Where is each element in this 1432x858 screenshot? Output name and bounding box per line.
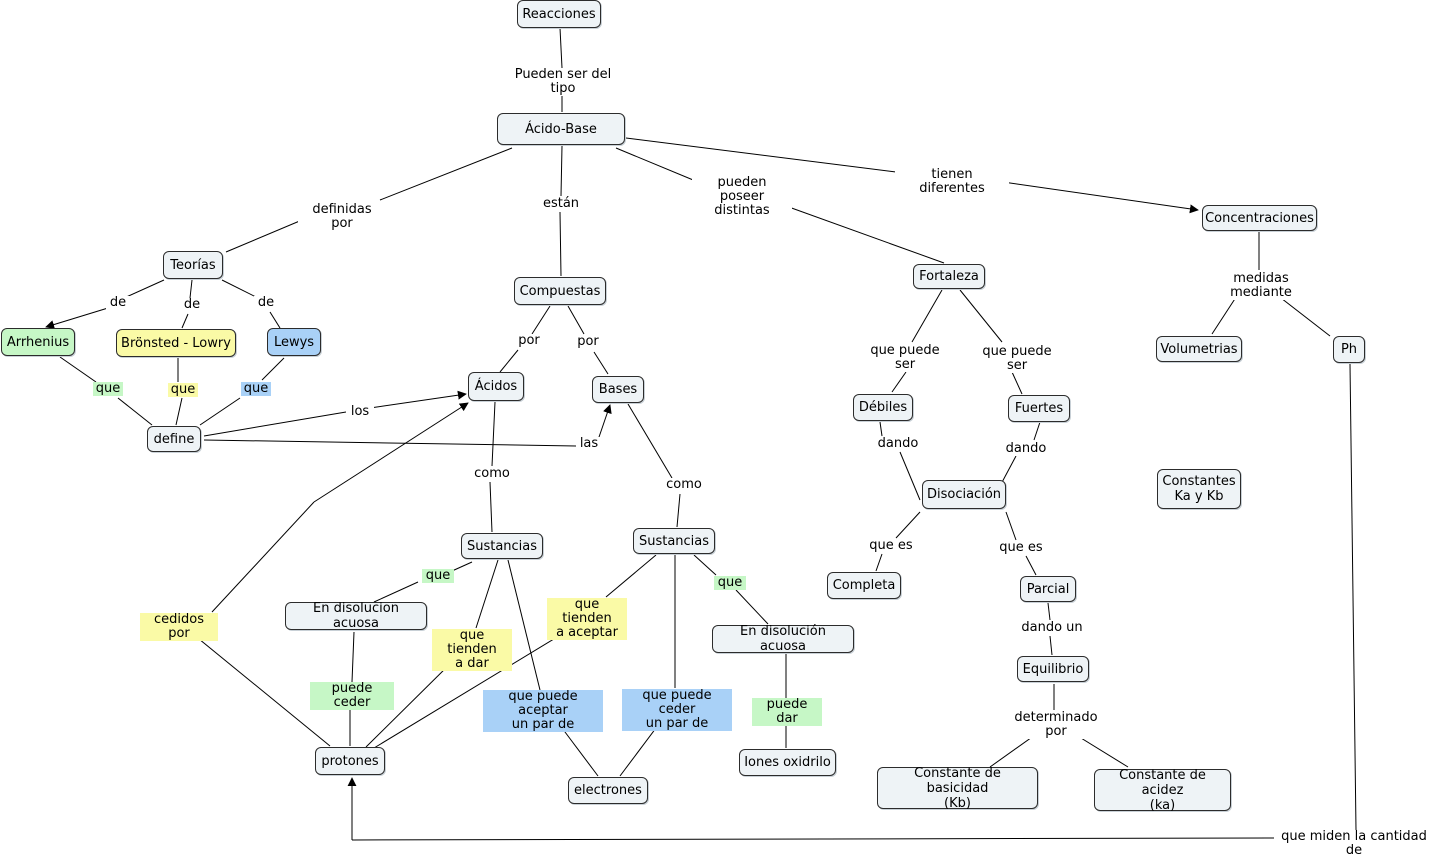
node-constante-acidez[interactable]: Constante de acidez (ka): [1094, 768, 1231, 813]
node-compuestas[interactable]: Compuestas: [514, 277, 606, 305]
node-disociacion[interactable]: Disociación: [922, 480, 1006, 509]
node-disolucion-acuosa-bases[interactable]: En disolución acuosa: [712, 624, 854, 654]
link-label-los: los: [346, 405, 374, 419]
link-label-puede-ceder-par: que puede ceder un par de: [622, 689, 732, 731]
node-teorias[interactable]: Teorías: [163, 251, 223, 279]
node-protones[interactable]: protones: [315, 747, 385, 775]
link-label-que-arrhenius: que: [93, 382, 123, 396]
node-define[interactable]: define: [147, 426, 201, 452]
link-label-de-arrhenius: de: [106, 296, 130, 310]
link-label-que-miden-la-cantidad-de: que miden la cantidad de: [1274, 830, 1432, 858]
link-label-que-es-completa: que es: [866, 539, 916, 553]
node-arrhenius[interactable]: Arrhenius: [1, 328, 75, 356]
link-label-determinado-por: determinado por: [1000, 711, 1112, 739]
link-label-pueden-ser-del-tipo: Pueden ser del tipo: [500, 68, 626, 96]
link-label-tienen-diferentes: tienen diferentes: [895, 168, 1009, 196]
node-fuertes[interactable]: Fuertes: [1008, 395, 1070, 422]
link-label-que-lewys: que: [241, 382, 271, 396]
node-sustancias-bases[interactable]: Sustancias: [633, 528, 715, 554]
node-electrones[interactable]: electrones: [568, 777, 648, 804]
node-volumetrias[interactable]: Volumetrias: [1156, 336, 1242, 362]
link-label-que-puede-ser-fuertes: que puede ser: [978, 345, 1056, 373]
link-label-que-bronsted: que: [168, 383, 198, 397]
link-label-dando-un: dando un: [1018, 621, 1086, 635]
link-label-de-bronsted: de: [180, 298, 204, 312]
node-constante-basicidad[interactable]: Constante de basicidad (Kb): [877, 766, 1038, 811]
link-label-dando-fuertes: dando: [1002, 442, 1050, 456]
node-completa[interactable]: Completa: [827, 572, 901, 599]
node-acido-base[interactable]: Ácido-Base: [497, 113, 625, 145]
link-label-puede-aceptar-par: que puede aceptar un par de: [483, 690, 603, 732]
link-label-que-es-parcial: que es: [996, 541, 1046, 555]
link-label-puede-dar: puede dar: [752, 698, 822, 726]
node-bases[interactable]: Bases: [592, 376, 644, 403]
node-equilibrio[interactable]: Equilibrio: [1017, 656, 1089, 682]
link-label-que-tienden-a-dar: que tienden a dar: [432, 629, 512, 671]
node-bronsted-lowry[interactable]: Brönsted - Lowry: [116, 329, 236, 357]
link-label-que-puede-ser-debiles: que puede ser: [866, 344, 944, 372]
node-disolucion-acuosa-acidos[interactable]: En disolucion acuosa: [285, 601, 427, 631]
link-label-como-bases: como: [663, 478, 705, 492]
link-label-por-bases: por: [573, 335, 603, 349]
node-reacciones[interactable]: Reacciones: [517, 0, 601, 28]
node-debiles[interactable]: Débiles: [853, 394, 913, 421]
node-concentraciones[interactable]: Concentraciones: [1202, 205, 1317, 231]
node-parcial[interactable]: Parcial: [1020, 576, 1076, 602]
node-constantes-ka-kb[interactable]: Constantes Ka y Kb: [1157, 469, 1241, 509]
link-label-que-disolucion-acidos: que: [422, 569, 454, 583]
link-label-dando-debiles: dando: [874, 437, 922, 451]
link-label-puede-ceder: puede ceder: [310, 682, 394, 710]
link-label-medidas-mediante: medidas mediante: [1200, 272, 1322, 300]
node-fortaleza[interactable]: Fortaleza: [913, 264, 985, 289]
link-label-estan: están: [540, 197, 582, 211]
link-label-por-acidos: por: [514, 334, 544, 348]
node-iones-oxidrilo[interactable]: Iones oxidrilo: [739, 749, 836, 776]
node-acidos[interactable]: Ácidos: [468, 372, 524, 401]
link-label-que-tienden-a-aceptar: que tienden a aceptar: [547, 598, 627, 640]
link-label-pueden-poseer: pueden poseer distintas: [692, 176, 792, 218]
node-lewys[interactable]: Lewys: [267, 328, 321, 356]
link-label-como-acidos: como: [471, 467, 513, 481]
link-label-definidas-por: definidas por: [298, 203, 386, 231]
link-label-que-disolucion-bases: que: [714, 576, 746, 590]
node-sustancias-acidos[interactable]: Sustancias: [461, 533, 543, 559]
link-label-de-lewys: de: [254, 296, 278, 310]
link-label-cedidos-por: cedidos por: [140, 613, 218, 641]
node-ph[interactable]: Ph: [1333, 336, 1365, 363]
link-label-las: las: [576, 437, 602, 451]
